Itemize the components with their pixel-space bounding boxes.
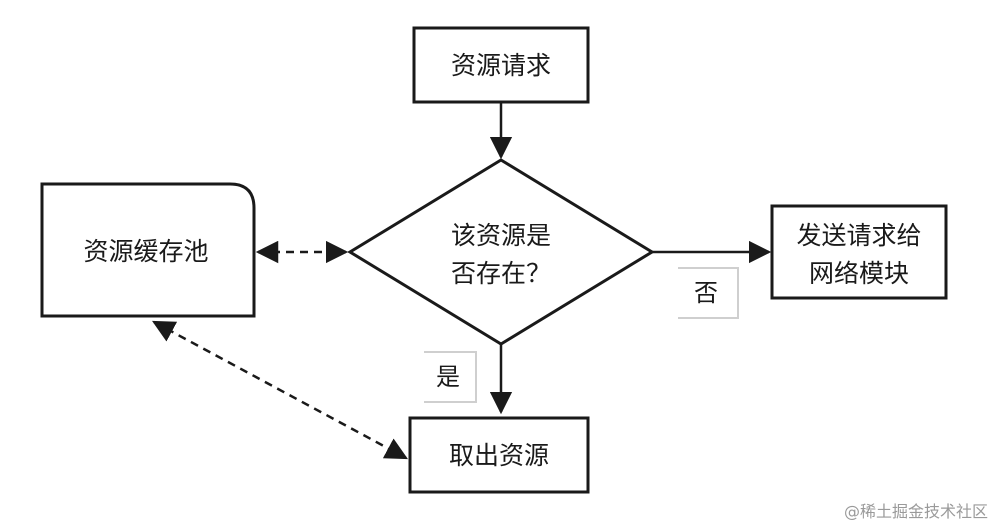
edge-label-yes: 是	[424, 351, 477, 403]
node-network-module-label-line1: 发送请求给	[796, 221, 921, 250]
node-network-module-label-line2: 网络模块	[809, 259, 909, 288]
node-network-module: 发送请求给 网络模块	[770, 204, 948, 300]
edge-label-no-text: 否	[694, 279, 718, 307]
node-decision-label-line2: 否存在？	[451, 259, 551, 288]
edge-label-no: 否	[678, 267, 739, 319]
node-decision: 该资源是 否存在？	[347, 158, 655, 346]
node-resource-request: 资源请求	[412, 26, 590, 104]
node-cache-pool-label: 资源缓存池	[83, 237, 208, 266]
node-fetch-resource-label: 取出资源	[449, 441, 549, 470]
node-cache-pool: 资源缓存池	[40, 182, 256, 318]
edge-cache-fetch-dashed	[152, 320, 408, 460]
watermark: @稀土掘金技术社区	[843, 502, 988, 521]
node-fetch-resource: 取出资源	[408, 416, 590, 494]
node-decision-label-line1: 该资源是	[451, 221, 551, 250]
edge-label-yes-text: 是	[436, 363, 460, 391]
node-resource-request-label: 资源请求	[451, 51, 551, 80]
